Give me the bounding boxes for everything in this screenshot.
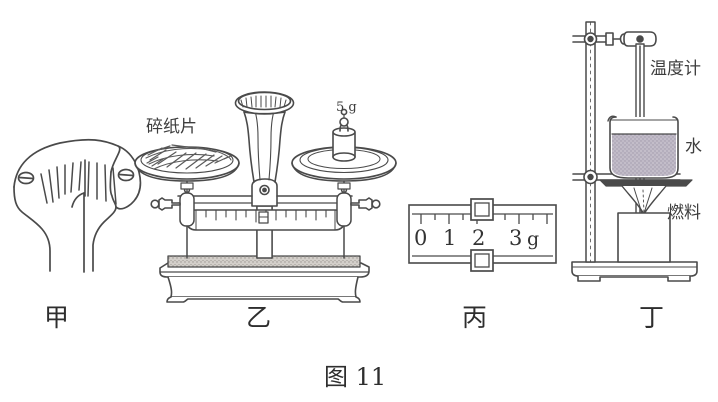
fuel-label: 燃料 — [667, 203, 701, 223]
sliding-scale-drawing — [408, 198, 557, 272]
ruler-unit-label: g — [527, 228, 540, 250]
ruler-tick-2: 2 — [472, 226, 486, 250]
heating-apparatus-drawing — [571, 21, 698, 282]
flame-drawing — [621, 185, 667, 215]
weight-5g-drawing — [332, 108, 356, 162]
water-label: 水 — [685, 137, 702, 157]
panel-letter-yi: 乙 — [246, 303, 272, 332]
panel-letter-jia: 甲 — [44, 303, 70, 332]
ruler-tick-3: 3 — [509, 226, 523, 250]
panel-letter-bing: 丙 — [462, 303, 488, 332]
figure-caption: 图 11 — [324, 363, 387, 391]
beaker-drawing — [607, 115, 679, 179]
paper-scraps-label: 碎纸片 — [146, 117, 197, 137]
weight-mass-label: 5 g — [336, 100, 357, 115]
ruler-tick-1: 1 — [443, 226, 457, 250]
top-clamp — [572, 31, 657, 47]
panel-letter-ding: 丁 — [639, 303, 665, 332]
ruler-tick-0: 0 — [414, 226, 428, 250]
fan-drawing — [13, 138, 142, 273]
thermometer-label: 温度计 — [650, 59, 701, 79]
balance-scale-drawing — [134, 91, 397, 303]
